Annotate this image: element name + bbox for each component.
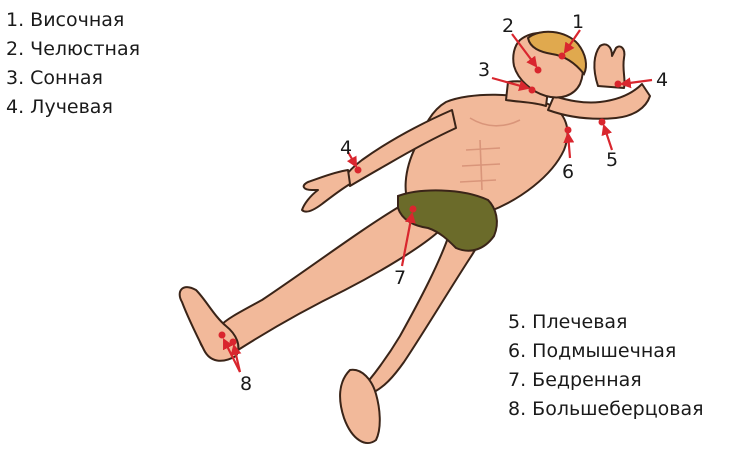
marker-3: 3 — [478, 59, 490, 81]
marker-7: 7 — [394, 267, 406, 289]
dot-radial-right — [615, 81, 622, 88]
left-hand-shape — [302, 170, 350, 212]
arrow-radial-right — [622, 80, 652, 84]
dot-tibial-b — [230, 339, 237, 346]
arrow-brachial — [604, 126, 612, 150]
marker-4-left: 4 — [340, 137, 352, 159]
marker-1: 1 — [572, 11, 584, 33]
marker-5: 5 — [606, 149, 618, 171]
marker-4-right: 4 — [656, 69, 668, 91]
dot-temporal — [559, 53, 566, 60]
marker-2: 2 — [502, 15, 514, 37]
arrow-axillary — [568, 134, 570, 158]
dot-brachial — [599, 119, 606, 126]
dot-carotid — [529, 87, 536, 94]
dot-mandibular — [535, 67, 542, 74]
dot-radial-left — [355, 167, 362, 174]
dot-tibial-a — [219, 332, 226, 339]
marker-6: 6 — [562, 161, 574, 183]
dot-femoral — [410, 206, 417, 213]
marker-8: 8 — [240, 373, 252, 395]
dot-axillary — [565, 127, 572, 134]
